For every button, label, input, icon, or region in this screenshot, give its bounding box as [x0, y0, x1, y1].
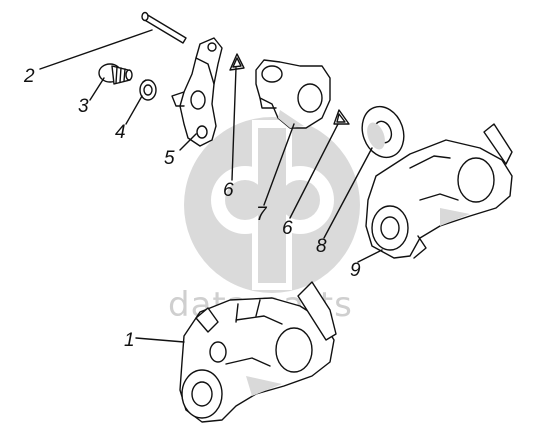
- cam-part-7: [255, 59, 331, 129]
- callout-7: 7: [256, 204, 268, 225]
- callout-3: 3: [78, 96, 89, 117]
- gasket-part-8: [361, 105, 405, 159]
- bracket-part-5: [171, 37, 223, 147]
- seal-part-6a: [229, 53, 245, 71]
- leader-lines: [39, 29, 383, 343]
- callout-6b: 6: [282, 218, 293, 239]
- callout-6a: 6: [223, 180, 234, 201]
- screw-part-3: [98, 63, 133, 85]
- callout-1: 1: [124, 330, 135, 351]
- watermark-logo: [184, 117, 360, 293]
- seal-part-6b: [333, 109, 350, 125]
- callout-2: 2: [23, 66, 35, 87]
- callout-4: 4: [115, 122, 126, 143]
- washer-part-4: [139, 79, 157, 101]
- assembly-part-1: [179, 281, 337, 423]
- callout-labels: 2 3 4 5 6 7 6 8 9 1: [23, 66, 361, 351]
- housing-part-9: [365, 123, 513, 259]
- callout-8: 8: [316, 236, 327, 257]
- pin-part-2: [141, 11, 187, 44]
- callout-5: 5: [164, 148, 175, 169]
- callout-9: 9: [350, 260, 361, 281]
